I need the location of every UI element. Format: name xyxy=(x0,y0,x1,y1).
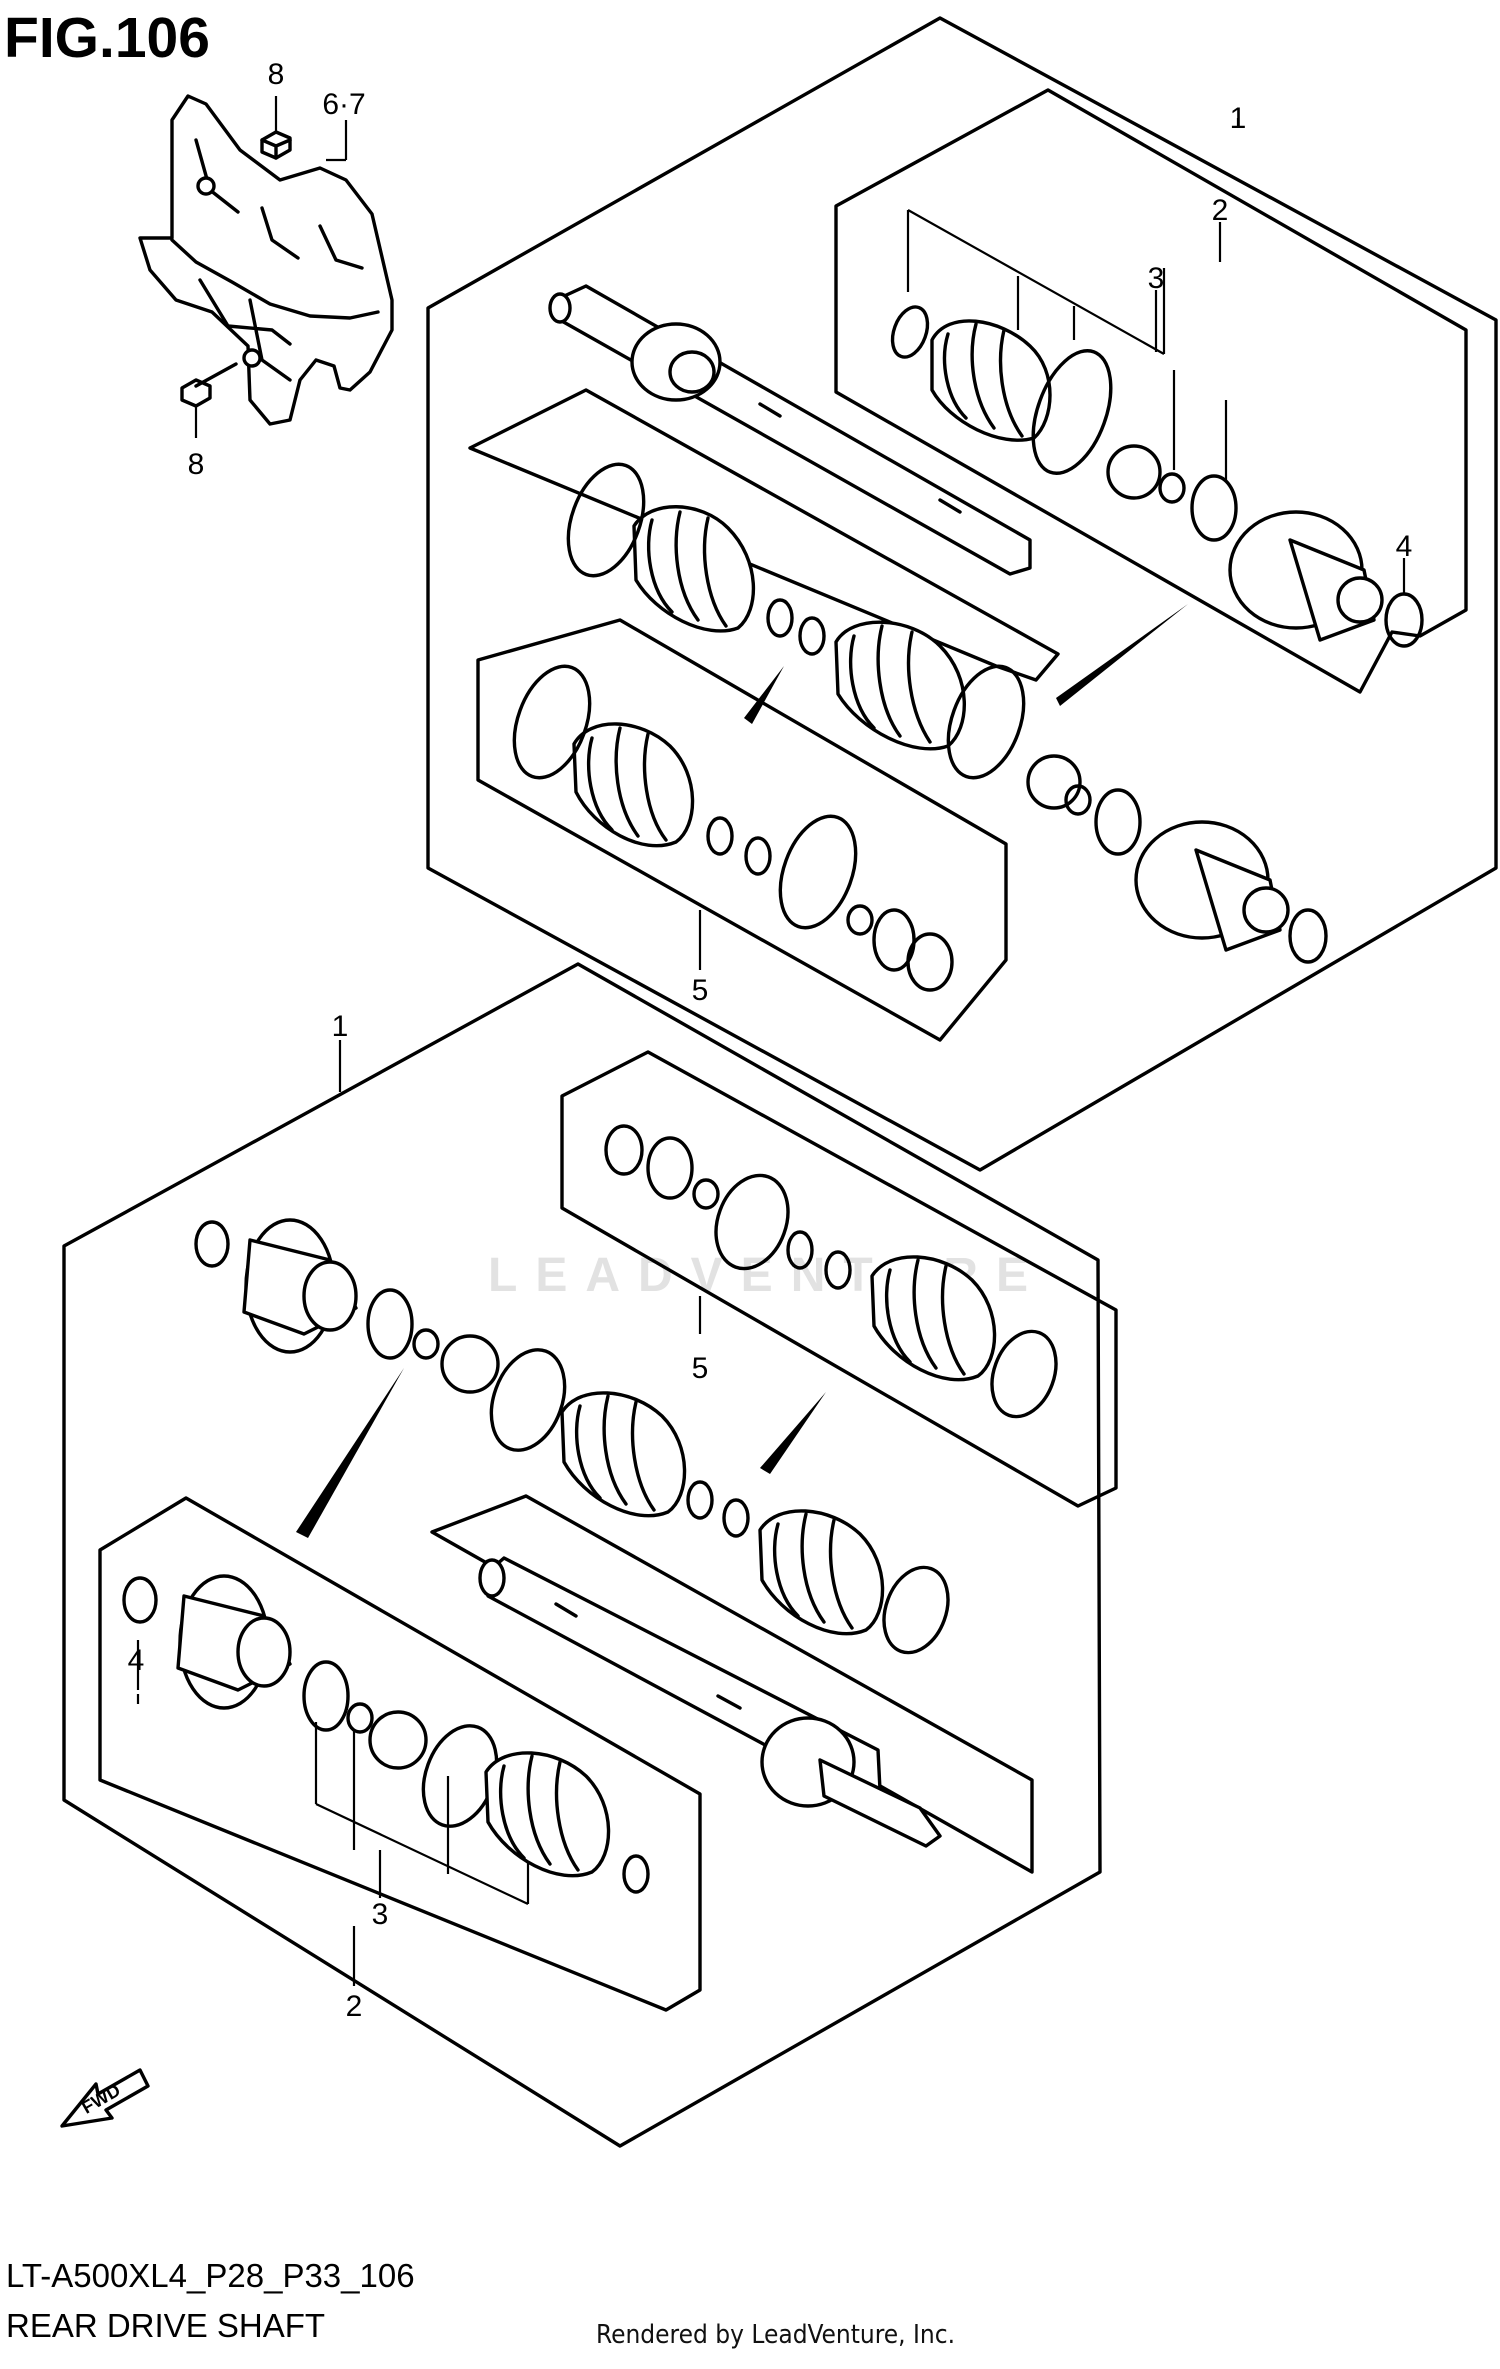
part-number-label: 6·7 xyxy=(322,88,365,121)
upper-clamp-part[interactable] xyxy=(934,656,1038,788)
lower-small-clip-part[interactable] xyxy=(786,1230,814,1270)
lower-clamp-part[interactable] xyxy=(873,1558,959,1661)
lower-small-clip-part[interactable] xyxy=(722,1498,750,1538)
lower-clamp-part[interactable] xyxy=(478,1340,577,1461)
part-number-label: 3 xyxy=(372,1898,389,1931)
bracket-hole xyxy=(242,348,262,368)
upper-ring-part[interactable] xyxy=(906,932,954,992)
upper-clamp-part[interactable] xyxy=(500,656,604,788)
leader-line xyxy=(326,120,348,162)
upper-clamp-part[interactable] xyxy=(886,302,934,362)
upper-ring-part[interactable] xyxy=(872,908,916,972)
lower-boot-set-frame xyxy=(560,1050,1118,1508)
upper-ring-part[interactable] xyxy=(846,904,874,936)
lower-boot-b-part[interactable] xyxy=(870,1255,997,1382)
assembly-arrow-icon xyxy=(296,1368,404,1538)
render-credit: Rendered by LeadVenture, Inc. xyxy=(596,2320,956,2350)
upper-clamp-part[interactable] xyxy=(766,806,870,938)
upper-assembly-frame xyxy=(426,16,1498,1172)
bracket-guard-group xyxy=(138,94,394,438)
upper-small-clip-part[interactable] xyxy=(706,816,734,856)
upper-outer-joint-bore xyxy=(668,350,716,394)
part-number-label: 5 xyxy=(692,1352,709,1385)
lower-ring-part[interactable] xyxy=(692,1178,720,1210)
upper-housing-part[interactable] xyxy=(1134,820,1290,952)
upper-circlip-part[interactable] xyxy=(1288,908,1328,964)
upper-small-clip-part[interactable] xyxy=(798,616,826,656)
lower-ring-part[interactable] xyxy=(646,1136,694,1200)
lower-boot-d-part[interactable] xyxy=(484,1751,611,1878)
bracket-guard-rib xyxy=(198,278,292,382)
lower-small-clip-part[interactable] xyxy=(686,1480,714,1520)
lower-inner-race-part[interactable] xyxy=(368,1710,428,1770)
part-number-label: 2 xyxy=(346,1990,363,2023)
upper-small-clip-part[interactable] xyxy=(744,836,772,876)
lower-ring-part[interactable] xyxy=(412,1328,440,1360)
bolt-top-part[interactable] xyxy=(260,130,292,160)
part-number-label: 3 xyxy=(1148,262,1165,295)
upper-clamp-part[interactable] xyxy=(1018,340,1126,484)
upper-boot-a-part[interactable] xyxy=(930,319,1052,442)
part-number-label: 4 xyxy=(1396,530,1413,563)
upper-circlip-part[interactable] xyxy=(1384,592,1424,648)
lower-ring-part[interactable] xyxy=(302,1660,350,1732)
assembly-arrow-icon xyxy=(760,1392,826,1474)
lower-housing-part[interactable] xyxy=(242,1218,358,1354)
bracket-hole xyxy=(196,176,216,196)
upper-assembly-group xyxy=(426,16,1498,1172)
lower-boot-c-part[interactable] xyxy=(758,1509,885,1636)
lower-housing-part[interactable] xyxy=(176,1574,292,1710)
part-number-label: 5 xyxy=(692,974,709,1007)
upper-ring-part[interactable] xyxy=(1158,472,1186,504)
lower-ring-part[interactable] xyxy=(604,1124,644,1176)
part-number-label: 8 xyxy=(268,58,285,91)
lower-clamp-part[interactable] xyxy=(981,1322,1067,1425)
part-number-label: 4 xyxy=(128,1644,145,1677)
figure-title: FIG.106 xyxy=(4,6,210,70)
upper-boot-kit-bracket xyxy=(906,209,1228,480)
lower-inner-race-part[interactable] xyxy=(440,1334,500,1394)
lower-ring-part[interactable] xyxy=(346,1702,374,1734)
upper-inner-race-part[interactable] xyxy=(1026,754,1082,810)
upper-housing-part[interactable] xyxy=(1228,510,1384,642)
lower-boot-a-part[interactable] xyxy=(560,1391,687,1518)
lower-ring-part[interactable] xyxy=(366,1288,414,1360)
upper-ring-part[interactable] xyxy=(1064,784,1092,816)
upper-ring-part[interactable] xyxy=(1094,788,1142,856)
upper-small-clip-part[interactable] xyxy=(766,598,794,638)
upper-shaft-groove xyxy=(758,402,962,514)
assembly-arrow-icon xyxy=(1056,604,1188,706)
part-number-label: 1 xyxy=(332,1010,349,1043)
lower-clamp-part[interactable] xyxy=(704,1165,801,1278)
lower-joint-set-frame xyxy=(98,1496,702,2012)
lower-shaft-groove xyxy=(554,1602,742,1710)
part-number-label: 1 xyxy=(1230,102,1247,135)
upper-inner-race-part[interactable] xyxy=(1106,444,1162,500)
upper-clamp-part[interactable] xyxy=(554,454,658,586)
assembly-arrow-icon xyxy=(744,666,784,724)
lower-assembly-group xyxy=(62,962,1118,2148)
upper-boot-c-part[interactable] xyxy=(834,620,966,751)
part-number-label: 2 xyxy=(1212,194,1229,227)
lower-assembly-frame xyxy=(62,962,1102,2148)
model-code: LT-A500XL4_P28_P33_106 xyxy=(6,2257,415,2294)
fwd-arrow-icon: FWD xyxy=(60,2068,150,2128)
lower-small-clip-part[interactable] xyxy=(824,1250,852,1290)
bolt-bottom-part[interactable] xyxy=(180,362,238,408)
upper-boot-b-part[interactable] xyxy=(632,505,756,633)
lower-shaft-spline-end xyxy=(478,1558,506,1598)
lower-outer-joint-stub xyxy=(818,1758,942,1848)
lower-circlip-part[interactable] xyxy=(194,1220,230,1268)
upper-boot-set-frame-b xyxy=(476,618,1008,1042)
diagram-title: REAR DRIVE SHAFT xyxy=(6,2307,326,2344)
upper-shaft-spline-end xyxy=(548,292,572,324)
part-number-label: 8 xyxy=(188,448,205,481)
upper-boot-d-part[interactable] xyxy=(572,722,695,848)
lower-circlip-part[interactable] xyxy=(122,1576,158,1624)
upper-ring-part[interactable] xyxy=(1190,474,1238,542)
lower-small-clip-part[interactable] xyxy=(622,1854,650,1894)
